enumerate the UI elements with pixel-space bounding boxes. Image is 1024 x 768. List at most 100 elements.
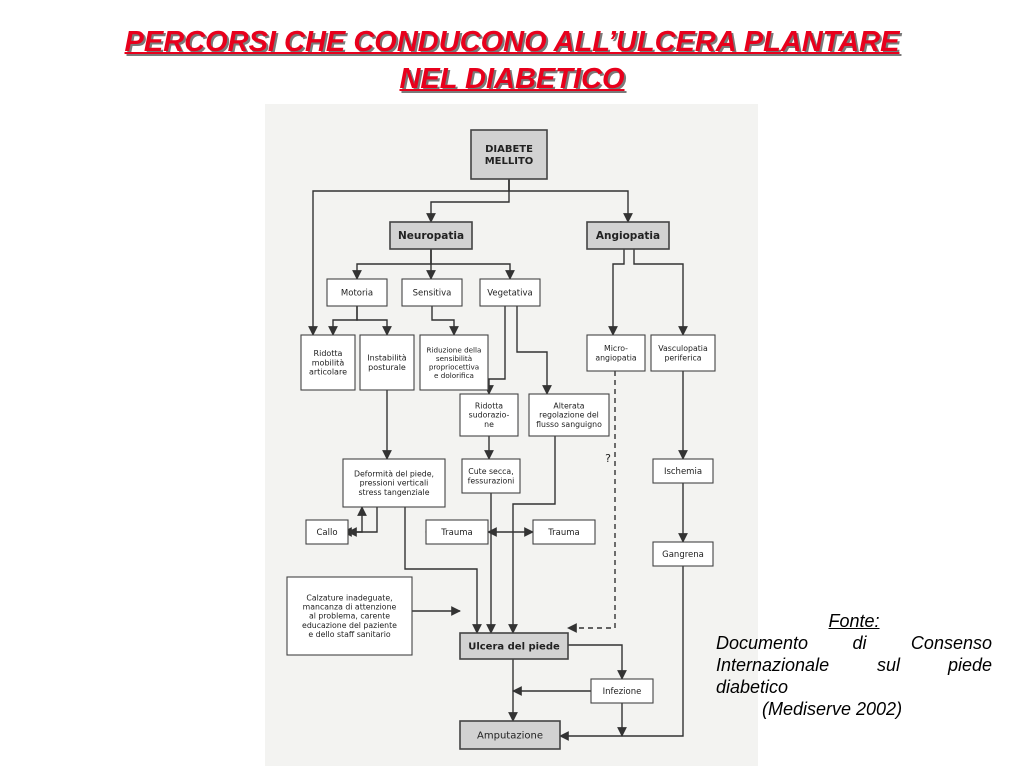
node-callo: Callo — [305, 519, 349, 545]
node-label: Vasculopatia — [658, 344, 708, 353]
node-label: flusso sanguigno — [536, 420, 602, 429]
node-label: sudorazio- — [469, 411, 510, 420]
node-label: Amputazione — [477, 731, 543, 742]
node-box — [590, 678, 654, 704]
node-box — [425, 519, 489, 545]
node-riduzione-sensibilita: Riduzione dellasensibilitàpropriocettiva… — [419, 334, 489, 391]
connector-arrow — [567, 371, 616, 633]
node-box — [586, 221, 670, 250]
connector-arrow — [559, 566, 684, 741]
node-label: MELLITO — [485, 156, 534, 167]
node-amputazione: Amputazione — [459, 720, 561, 750]
title-line-1: PERCORSI CHE CONDUCONO ALL’ULCERA PLANTA… — [124, 26, 900, 58]
connector-arrow — [633, 249, 688, 336]
node-box — [470, 129, 548, 180]
source-line-1: Documento di Consenso — [716, 633, 992, 653]
node-label: Gangrena — [662, 550, 704, 560]
node-gangrena: Gangrena — [652, 541, 714, 567]
node-label: Neuropatia — [398, 230, 464, 242]
node-label: Ridotta — [475, 402, 503, 411]
connector-arrow — [404, 507, 482, 634]
node-label: Calzature inadeguate, — [306, 593, 392, 602]
source-label: Fonte: — [828, 611, 880, 631]
node-microangiopatia: Micro-angiopatia — [586, 334, 646, 372]
node-trauma-2: Trauma — [532, 519, 596, 545]
node-label: Sensitiva — [413, 288, 452, 298]
node-box — [586, 334, 646, 372]
node-label: Micro- — [604, 344, 628, 353]
node-label: DIABETE — [485, 144, 533, 155]
node-angiopatia: Angiopatia — [586, 221, 670, 250]
node-label: Instabilità — [367, 354, 407, 363]
node-label: Cute secca, — [468, 467, 513, 476]
node-box — [286, 576, 413, 656]
node-label: Trauma — [547, 528, 580, 538]
node-box — [326, 278, 388, 307]
connector-arrow — [347, 507, 378, 537]
node-box — [300, 334, 356, 391]
node-label: e dolorifica — [434, 371, 474, 380]
node-label: Deformità del piede, — [354, 470, 434, 479]
connector-arrow — [356, 306, 392, 336]
node-box — [459, 632, 569, 660]
node-label: Infezione — [603, 687, 642, 697]
connector-arrow — [352, 249, 432, 280]
node-label: Callo — [316, 528, 337, 538]
node-label: Ischemia — [664, 467, 702, 477]
node-label: Angiopatia — [596, 230, 660, 242]
node-label: pressioni verticali — [360, 479, 429, 488]
node-box — [359, 334, 415, 391]
node-label: Trauma — [440, 528, 473, 538]
node-box — [419, 334, 489, 391]
source-line-3: diabetico — [716, 677, 789, 697]
node-label: Motoria — [341, 288, 373, 298]
node-ulcera: Ulcera del piede — [459, 632, 569, 660]
source-line-2: Internazionale sul piede — [716, 655, 992, 675]
node-label: periferica — [664, 353, 701, 362]
connector-arrow — [608, 249, 625, 336]
connector-arrow — [508, 436, 556, 634]
node-deformita: Deformità del piede,pressioni verticalis… — [342, 458, 446, 508]
node-ischemia: Ischemia — [652, 458, 714, 484]
node-label: Riduzione della — [427, 345, 482, 354]
node-sensitiva: Sensitiva — [401, 278, 463, 307]
node-box — [305, 519, 349, 545]
node-infezione: Infezione — [590, 678, 654, 704]
node-label: mobilità — [312, 358, 345, 367]
source-citation: Fonte: Documento di Consenso Internazion… — [716, 610, 992, 720]
connector-arrow — [328, 306, 358, 336]
node-box — [461, 458, 521, 494]
node-label: regolazione del — [539, 411, 599, 420]
node-box — [532, 519, 596, 545]
connector-arrow — [508, 179, 633, 223]
node-label: fessurazioni — [468, 476, 515, 485]
node-motoria: Motoria — [326, 278, 388, 307]
node-label: sensibilità — [436, 354, 472, 363]
node-box — [479, 278, 541, 307]
node-box — [389, 221, 473, 250]
node-label: e dello staff sanitario — [308, 630, 391, 639]
node-box — [652, 458, 714, 484]
connector-arrow — [426, 179, 510, 223]
node-box — [401, 278, 463, 307]
node-label: Ridotta — [314, 349, 343, 358]
node-label: ne — [484, 420, 494, 429]
node-label: articolare — [309, 368, 347, 377]
node-neuropatia: Neuropatia — [389, 221, 473, 250]
node-vegetativa: Vegetativa — [479, 278, 541, 307]
node-label: posturale — [368, 363, 406, 372]
connector-arrow — [431, 306, 459, 336]
node-cute-secca: Cute secca,fessurazioni — [461, 458, 521, 494]
node-box — [459, 393, 519, 437]
node-box — [652, 541, 714, 567]
uncertain-mark: ? — [605, 452, 611, 465]
node-label: propriocettiva — [429, 362, 479, 371]
node-label: Ulcera del piede — [468, 642, 560, 653]
